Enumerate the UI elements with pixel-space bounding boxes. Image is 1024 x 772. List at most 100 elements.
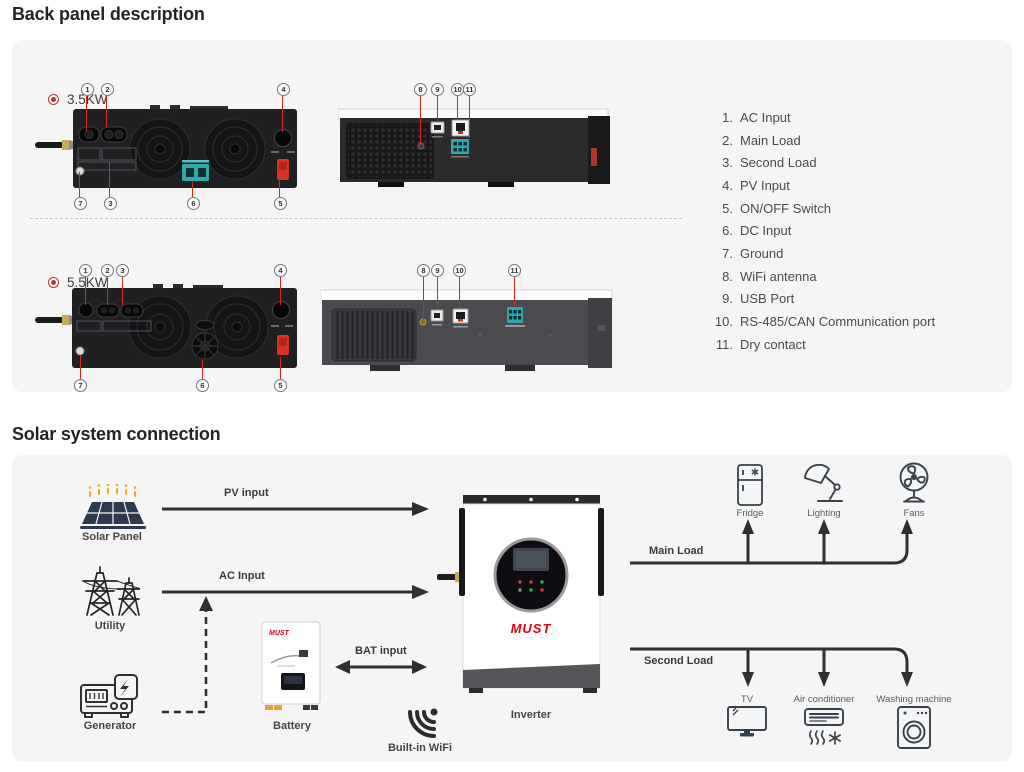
callout-8: 8: [414, 83, 427, 96]
legend-number: 10.: [714, 314, 733, 330]
leader-line: [280, 357, 282, 379]
ac-input-port: [78, 126, 100, 143]
callout-9: 9: [431, 83, 444, 96]
fridge-icon: [737, 464, 763, 506]
legend-item: 7. Ground: [711, 242, 935, 265]
callout-11: 11: [463, 83, 476, 96]
callout-11: 11: [508, 264, 521, 277]
callout-1: 1: [81, 83, 94, 96]
back-view-3-5kw-graphic: [35, 105, 297, 188]
legend-item: 11. Dry contact: [711, 333, 935, 356]
power-switch: [277, 335, 289, 355]
wifi-antenna-graphic: [35, 317, 65, 323]
generator-dashed-arrow: [162, 596, 213, 714]
callout-8: 8: [417, 264, 430, 277]
legend-label: PV Input: [740, 177, 790, 193]
leader-line: [85, 277, 87, 305]
callout-7: 7: [74, 379, 87, 392]
legend-number: 11.: [715, 336, 733, 352]
callout-3: 3: [116, 264, 129, 277]
legend-label: DC Input: [740, 223, 792, 239]
leader-line: [457, 96, 459, 120]
back-view-5-5kw-graphic: [35, 284, 297, 368]
main-load-port: [96, 303, 120, 318]
pv-input-arrow: [162, 502, 429, 516]
leader-line: [79, 172, 81, 197]
legend-number: 5.: [722, 200, 733, 216]
wifi-antenna-graphic: [437, 574, 459, 580]
ac-input-port: [78, 302, 94, 318]
bat-input-arrow: [335, 660, 427, 674]
main-load-label: Main Load: [649, 545, 704, 557]
usb-port: [430, 121, 445, 138]
back-panel-card: 3.5KW 5.5KW: [12, 40, 1012, 392]
second-load-port: [120, 303, 144, 318]
power-switch: [277, 159, 289, 180]
indicator-lights: [518, 580, 544, 592]
legend-label: WiFi antenna: [740, 268, 817, 284]
callout-9: 9: [431, 264, 444, 277]
callout-2: 2: [101, 83, 114, 96]
legend-item: 1.AC Input: [711, 106, 935, 129]
wifi-signal-icon: [408, 708, 438, 738]
leader-line: [106, 96, 108, 127]
utility-icon: [82, 566, 140, 616]
leader-line: [469, 96, 471, 138]
pv-input-label: PV input: [224, 487, 269, 499]
must-logo: MUST: [511, 621, 552, 636]
callout-5: 5: [274, 379, 287, 392]
leader-line: [202, 360, 204, 379]
legend-item: 3.Second Load: [711, 151, 935, 174]
ground-screw: [75, 346, 85, 356]
legend-item: 9.USB Port: [711, 288, 935, 311]
fans-icon: [899, 462, 929, 503]
leader-line: [437, 96, 439, 122]
leader-line: [420, 96, 422, 146]
legend-label: ON/OFF Switch: [740, 200, 832, 216]
leader-line: [423, 277, 425, 320]
legend-number: 1.: [722, 109, 733, 125]
callout-4: 4: [277, 83, 290, 96]
legend-number: 4.: [722, 177, 733, 193]
rj45-port: [451, 119, 470, 137]
legend-label: Ground: [740, 245, 784, 261]
callout-7: 7: [74, 197, 87, 210]
main-load-line: [630, 519, 913, 565]
generator-icon: [80, 674, 138, 718]
dc-input-connector: [182, 160, 209, 181]
legend-label: Main Load: [740, 132, 801, 148]
leader-line: [282, 96, 284, 132]
lightning-bolt-icon: [119, 679, 129, 698]
legend-label: USB Port: [740, 291, 795, 307]
leader-line: [86, 96, 88, 131]
legend-item: 2.Main Load: [711, 129, 935, 152]
legend-item: 4. PV Input: [711, 174, 935, 197]
solar-panel-label: Solar Panel: [82, 531, 142, 543]
section-title-solar: Solar system connection: [12, 424, 221, 444]
side-view-3-5kw-graphic: [338, 108, 610, 187]
legend-item: 10.RS-485/CAN Communication port: [711, 310, 935, 333]
legend-number: 7.: [722, 245, 733, 261]
inverter-label: Inverter: [510, 709, 552, 721]
lighting-label: Lighting: [807, 508, 841, 519]
legend-label: Dry contact: [740, 336, 806, 352]
lighting-icon: [804, 463, 843, 502]
utility-label: Utility: [94, 620, 126, 632]
callout-6: 6: [187, 197, 200, 210]
leader-line: [80, 355, 82, 379]
bullet-icon: [48, 94, 59, 105]
callout-3: 3: [104, 197, 117, 210]
load-output-ports: [100, 126, 128, 143]
usb-port: [430, 309, 444, 326]
callout-1: 1: [79, 264, 92, 277]
model-5-5kw-header: 5.5KW: [48, 275, 108, 290]
dc-input-gland: [191, 332, 219, 360]
pv-input-port: [274, 129, 292, 147]
callout-5: 5: [274, 197, 287, 210]
callout-4: 4: [274, 264, 287, 277]
legend-label: Second Load: [740, 155, 817, 171]
leader-line: [279, 179, 281, 197]
leader-line: [280, 277, 282, 305]
legend-item: 6.DC Input: [711, 219, 935, 242]
